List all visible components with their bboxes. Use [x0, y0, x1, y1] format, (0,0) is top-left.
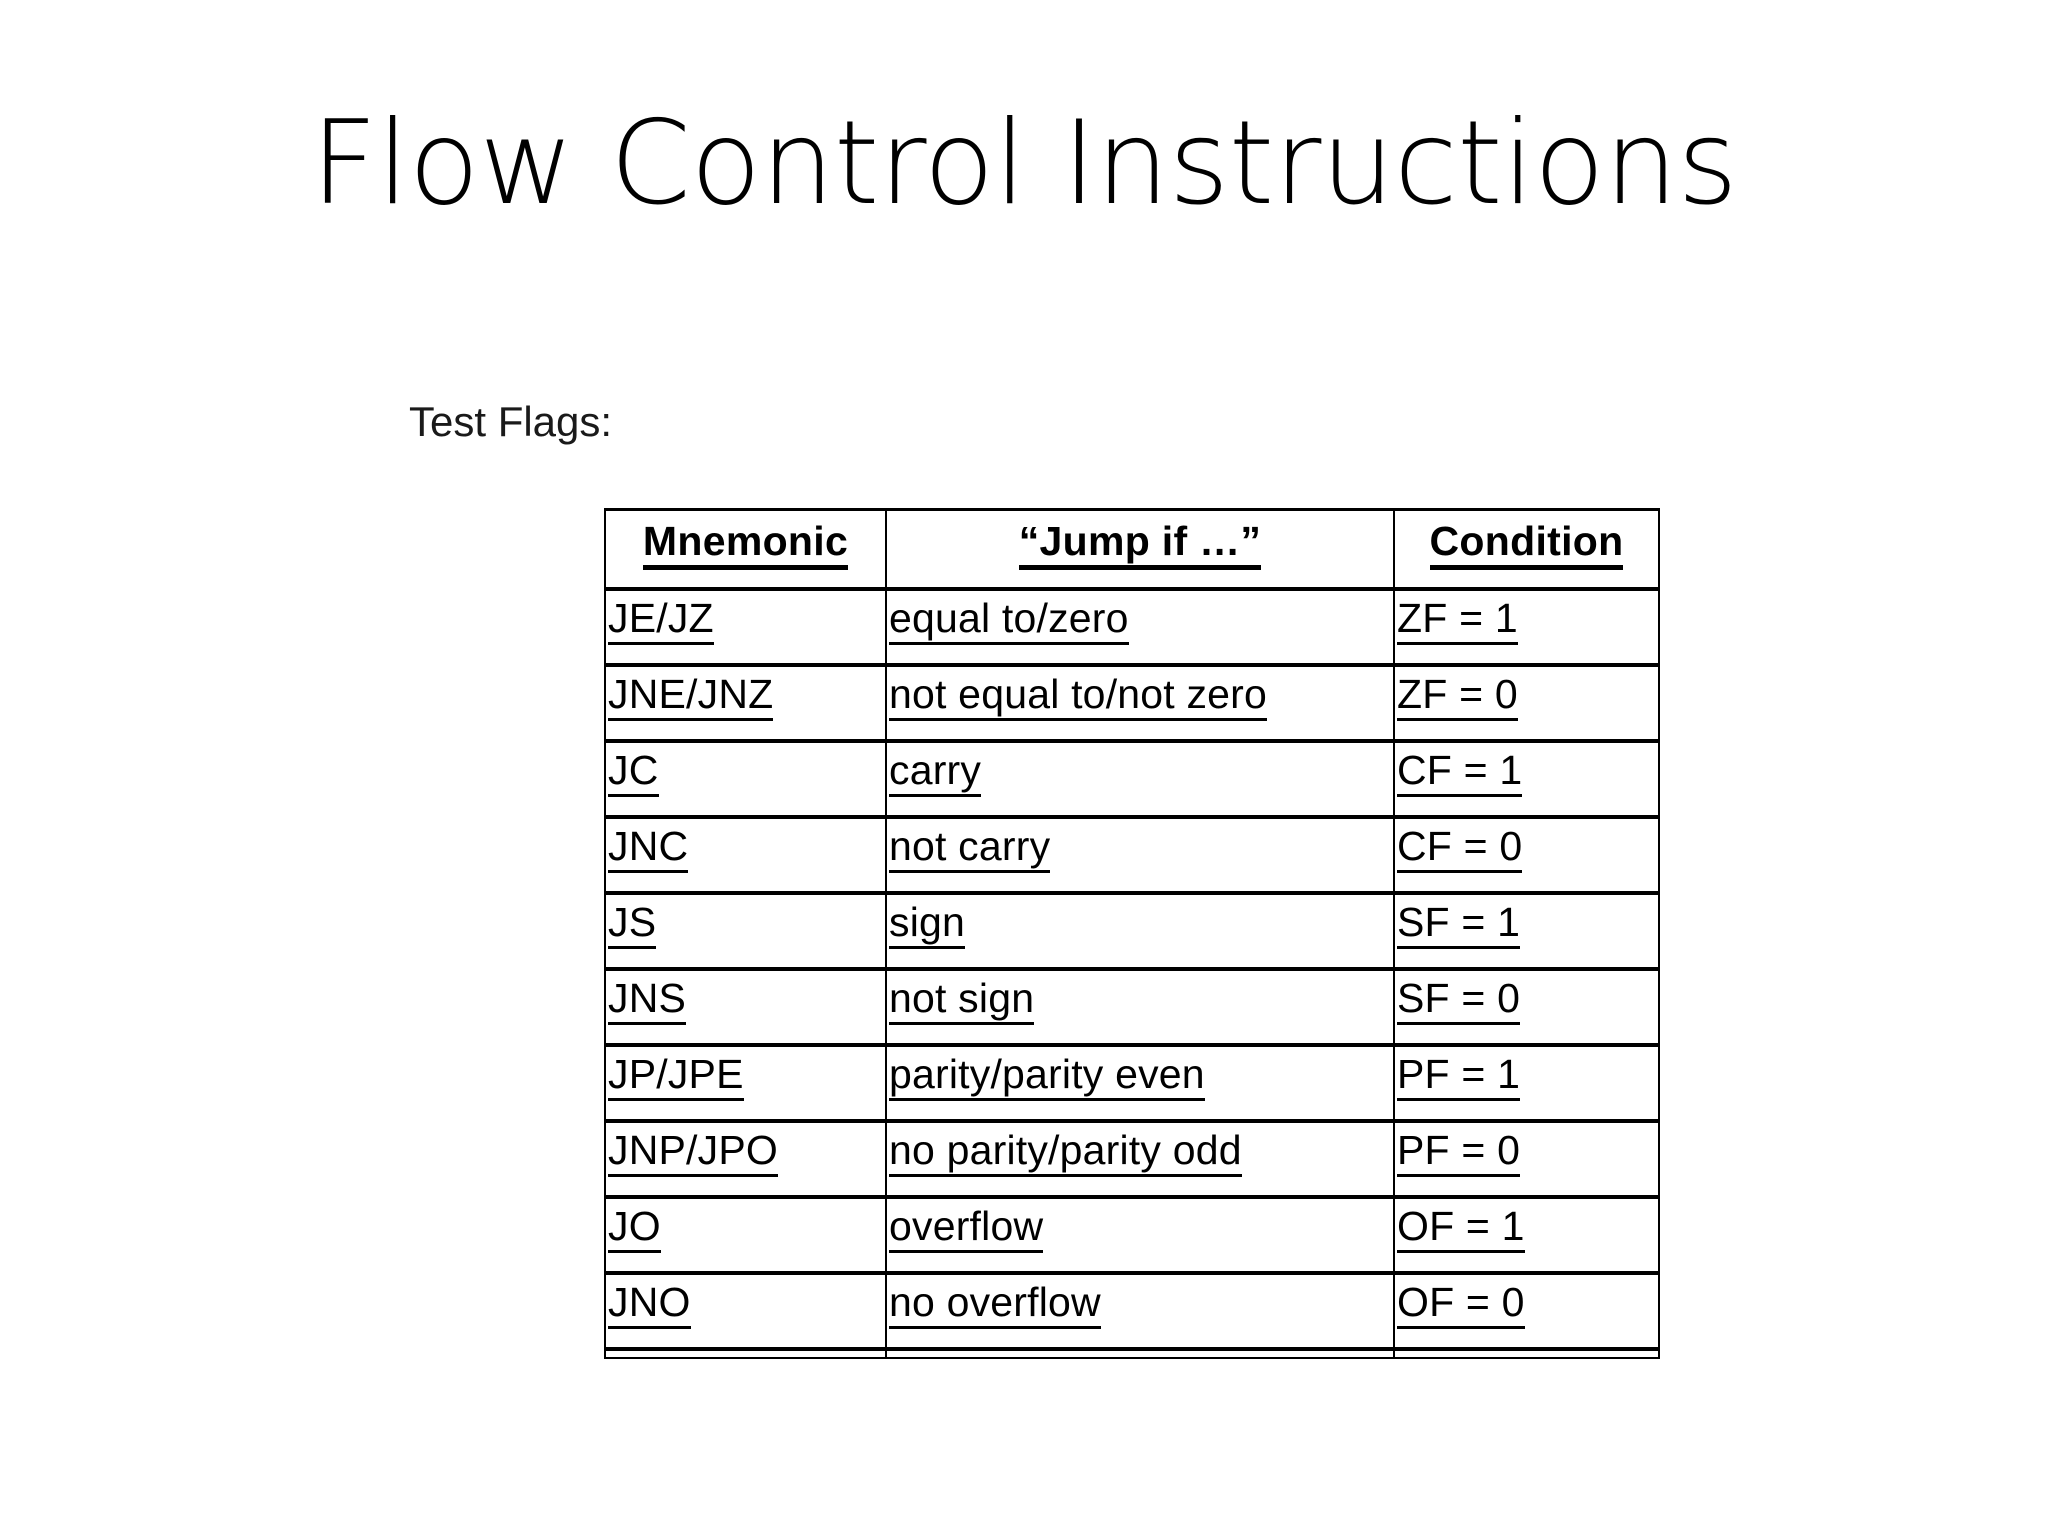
cell-jump-if: not carry [885, 815, 1395, 895]
table-body: JE/JZ equal to/zero ZF = 1 JNE/JNZ not e… [604, 587, 1660, 1359]
cell-mnemonic: JP/JPE [604, 1043, 887, 1123]
cell-mnemonic: JNS [604, 967, 887, 1047]
cell-mnemonic-text: JNC [608, 819, 689, 873]
cell-mnemonic-text: JP/JPE [608, 1047, 744, 1101]
cell-condition-text: ZF = 0 [1397, 667, 1518, 721]
cell-mnemonic-text: JNP/JPO [608, 1123, 778, 1177]
cell-jump-if-empty [885, 1347, 1395, 1359]
table-row: JNC not carry CF = 0 [604, 815, 1660, 895]
cell-mnemonic-empty [604, 1347, 887, 1359]
cell-mnemonic: JNP/JPO [604, 1119, 887, 1199]
cell-mnemonic: JS [604, 891, 887, 971]
cell-condition: CF = 1 [1393, 739, 1660, 819]
cell-condition: PF = 0 [1393, 1119, 1660, 1199]
cell-jump-if-text: not sign [889, 971, 1035, 1025]
cell-mnemonic-text: JE/JZ [608, 591, 714, 645]
page-title: Flow Control Instructions [310, 96, 1738, 231]
table-row: JC carry CF = 1 [604, 739, 1660, 819]
cell-jump-if: not equal to/not zero [885, 663, 1395, 743]
cell-condition-text: CF = 1 [1397, 743, 1523, 797]
test-flags-table: Mnemonic “Jump if …” Condition JE/JZ equ… [604, 508, 1660, 1359]
cell-jump-if-text: carry [889, 743, 982, 797]
cell-mnemonic: JNC [604, 815, 887, 895]
cell-condition-text: CF = 0 [1397, 819, 1523, 873]
cell-condition-empty [1393, 1347, 1660, 1359]
cell-condition-text: OF = 1 [1397, 1199, 1525, 1253]
cell-condition: SF = 1 [1393, 891, 1660, 971]
table-header-row: Mnemonic “Jump if …” Condition [604, 508, 1660, 591]
cell-jump-if: not sign [885, 967, 1395, 1047]
cell-condition-text: OF = 0 [1397, 1275, 1525, 1329]
cell-jump-if-text: sign [889, 895, 966, 949]
test-flags-caption: Test Flags: [409, 398, 613, 445]
table-row: JNE/JNZ not equal to/not zero ZF = 0 [604, 663, 1660, 743]
column-header-jump-if-label: “Jump if …” [1018, 511, 1262, 570]
cell-mnemonic: JC [604, 739, 887, 819]
table-row: JO overflow OF = 1 [604, 1195, 1660, 1275]
table-row: JNS not sign SF = 0 [604, 967, 1660, 1047]
cell-condition: OF = 1 [1393, 1195, 1660, 1275]
column-header-mnemonic: Mnemonic [604, 508, 887, 591]
cell-condition-text: PF = 0 [1397, 1123, 1521, 1177]
cell-condition: ZF = 1 [1393, 587, 1660, 667]
cell-mnemonic-text: JNE/JNZ [608, 667, 774, 721]
cell-jump-if-text: not equal to/not zero [889, 667, 1268, 721]
cell-jump-if: no parity/parity odd [885, 1119, 1395, 1199]
cell-condition-text: SF = 1 [1397, 895, 1521, 949]
cell-mnemonic-text: JO [608, 1199, 661, 1253]
column-header-jump-if: “Jump if …” [885, 508, 1395, 591]
cell-mnemonic-text: JC [608, 743, 659, 797]
cell-jump-if: no overflow [885, 1271, 1395, 1351]
cell-condition-text: ZF = 1 [1397, 591, 1518, 645]
cell-jump-if-text: not carry [889, 819, 1051, 873]
cell-condition: SF = 0 [1393, 967, 1660, 1047]
cell-condition: PF = 1 [1393, 1043, 1660, 1123]
cell-jump-if: sign [885, 891, 1395, 971]
cell-jump-if: carry [885, 739, 1395, 819]
table-row: JNO no overflow OF = 0 [604, 1271, 1660, 1351]
cell-jump-if: overflow [885, 1195, 1395, 1275]
cell-jump-if: equal to/zero [885, 587, 1395, 667]
table-row: JS sign SF = 1 [604, 891, 1660, 971]
cell-jump-if-text: equal to/zero [889, 591, 1129, 645]
table-row-partial [604, 1347, 1660, 1359]
cell-condition: OF = 0 [1393, 1271, 1660, 1351]
test-flags-table-wrapper: Mnemonic “Jump if …” Condition JE/JZ equ… [604, 508, 1660, 1359]
column-header-condition: Condition [1393, 508, 1660, 591]
table-header: Mnemonic “Jump if …” Condition [604, 508, 1660, 591]
cell-mnemonic: JNE/JNZ [604, 663, 887, 743]
table-row: JP/JPE parity/parity even PF = 1 [604, 1043, 1660, 1123]
table-row: JE/JZ equal to/zero ZF = 1 [604, 587, 1660, 667]
cell-mnemonic: JNO [604, 1271, 887, 1351]
cell-mnemonic-text: JNO [608, 1275, 691, 1329]
cell-mnemonic: JE/JZ [604, 587, 887, 667]
cell-mnemonic: JO [604, 1195, 887, 1275]
column-header-mnemonic-label: Mnemonic [642, 511, 849, 570]
cell-jump-if-text: overflow [889, 1199, 1044, 1253]
cell-condition-text: SF = 0 [1397, 971, 1521, 1025]
cell-jump-if-text: parity/parity even [889, 1047, 1205, 1101]
cell-condition: ZF = 0 [1393, 663, 1660, 743]
cell-jump-if: parity/parity even [885, 1043, 1395, 1123]
cell-condition-text: PF = 1 [1397, 1047, 1521, 1101]
cell-condition: CF = 0 [1393, 815, 1660, 895]
cell-mnemonic-text: JNS [608, 971, 687, 1025]
cell-mnemonic-text: JS [608, 895, 657, 949]
cell-jump-if-text: no parity/parity odd [889, 1123, 1242, 1177]
table-row: JNP/JPO no parity/parity odd PF = 0 [604, 1119, 1660, 1199]
cell-jump-if-text: no overflow [889, 1275, 1101, 1329]
column-header-condition-label: Condition [1429, 511, 1624, 570]
